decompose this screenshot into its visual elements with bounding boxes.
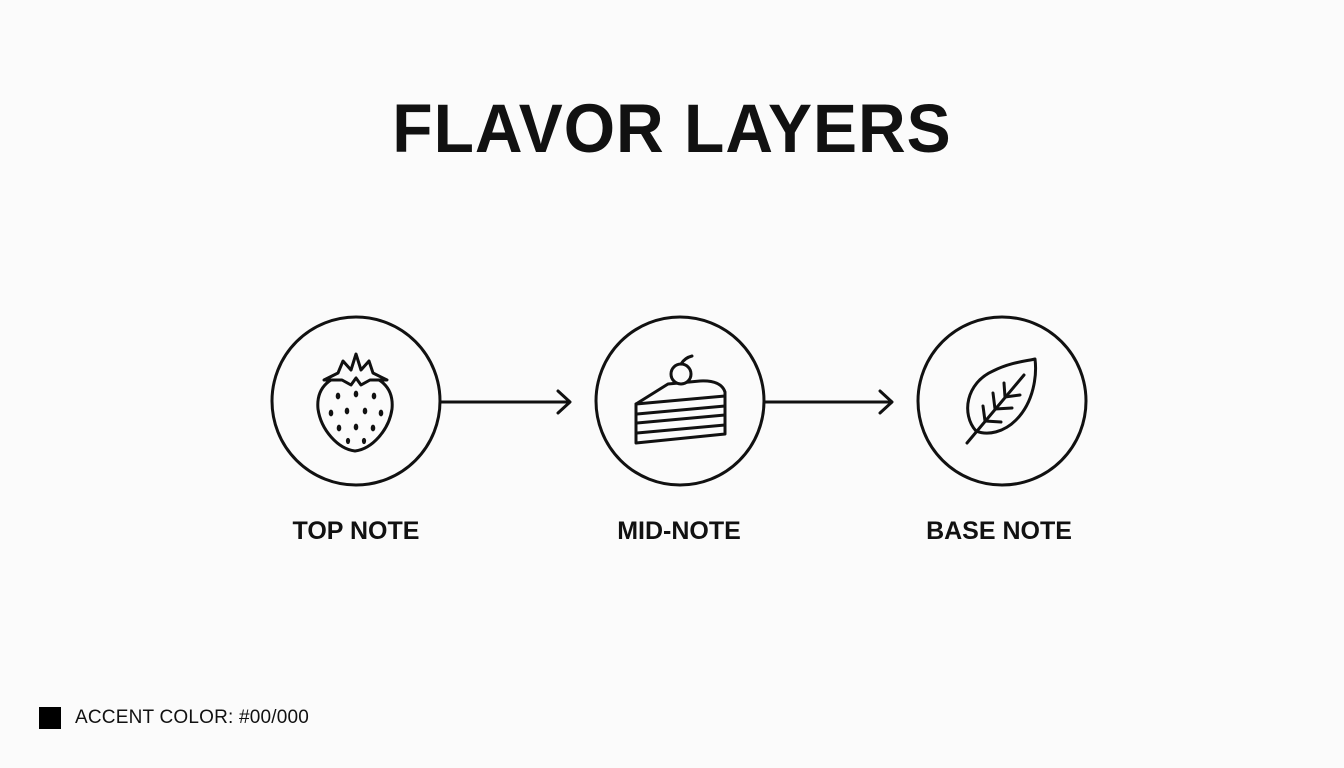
accent-color-legend: ACCENT COLOR: #00/000 bbox=[39, 706, 309, 730]
node-label-mid-note: MID-NOTE bbox=[617, 517, 741, 545]
leaf-icon bbox=[965, 357, 1037, 445]
strawberry-icon bbox=[316, 352, 394, 453]
node-base-note bbox=[916, 315, 1088, 487]
diagram-title: FLAVOR LAYERS bbox=[392, 89, 952, 167]
node-circle bbox=[916, 315, 1088, 487]
node-top-note bbox=[270, 315, 442, 487]
node-circle bbox=[270, 315, 442, 487]
node-label-base-note: BASE NOTE bbox=[926, 517, 1072, 545]
flow-arrow-1 bbox=[439, 389, 572, 415]
node-label-top-note: TOP NOTE bbox=[292, 517, 420, 545]
node-mid-note bbox=[594, 315, 766, 487]
accent-color-label: ACCENT COLOR: #00/000 bbox=[75, 707, 310, 728]
accent-color-swatch bbox=[39, 707, 61, 729]
flow-arrow-2 bbox=[762, 389, 894, 415]
cake-slice-icon bbox=[634, 354, 727, 445]
